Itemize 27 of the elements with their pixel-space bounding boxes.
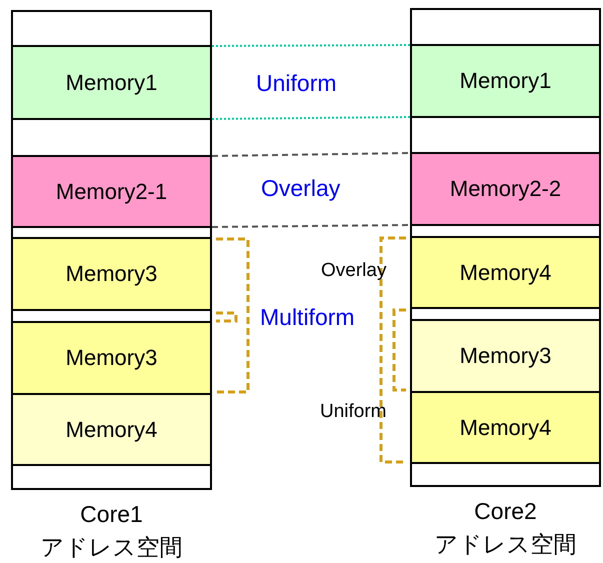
relation-label: Overlay bbox=[321, 260, 386, 282]
relation-label: Overlay bbox=[261, 175, 340, 202]
empty-region bbox=[410, 116, 601, 154]
relation-label: Multiform bbox=[260, 304, 355, 331]
memory-region: Memory3 bbox=[11, 237, 212, 311]
column-caption: Core2 アドレス空間 bbox=[434, 497, 578, 559]
empty-region bbox=[11, 10, 212, 47]
connector-line bbox=[212, 44, 410, 47]
relation-label: Uniform bbox=[256, 70, 337, 97]
relation-label: Uniform bbox=[320, 401, 387, 423]
column-caption: Core1 アドレス空間 bbox=[40, 500, 184, 562]
memory-region: Memory1 bbox=[410, 44, 601, 118]
connector-line bbox=[212, 116, 410, 120]
empty-region bbox=[11, 464, 212, 490]
memory-region: Memory3 bbox=[410, 319, 601, 393]
memory-region: Memory4 bbox=[410, 236, 601, 309]
memory-region: Memory4 bbox=[11, 393, 212, 466]
memory-region: Memory1 bbox=[11, 45, 212, 120]
memory-region: Memory2-1 bbox=[11, 155, 212, 228]
memory-region: Memory4 bbox=[410, 391, 601, 464]
connector-line bbox=[212, 224, 410, 228]
memory-region: Memory2-2 bbox=[410, 152, 601, 226]
empty-region bbox=[410, 8, 601, 46]
empty-region bbox=[11, 118, 212, 157]
memory-region: Memory3 bbox=[11, 321, 212, 395]
empty-region bbox=[410, 462, 601, 487]
connector-line bbox=[212, 152, 410, 157]
